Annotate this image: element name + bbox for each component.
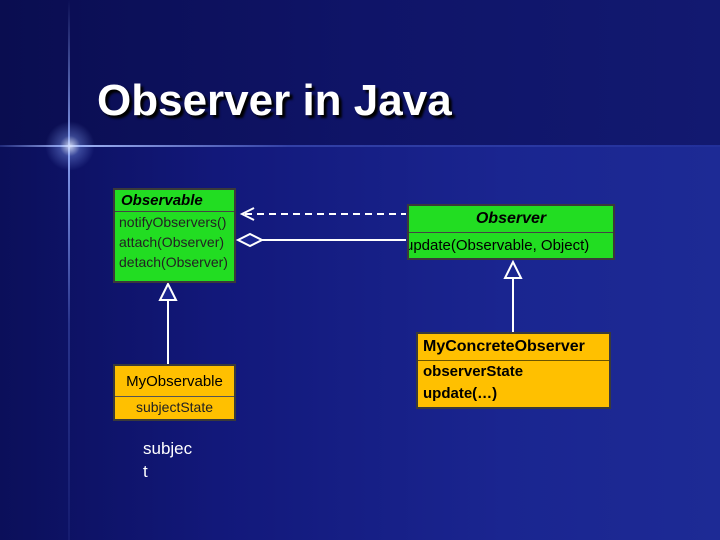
my-observable-class-name: MyObservable — [115, 366, 234, 397]
observable-method: attach(Observer) — [119, 234, 225, 250]
observable-method: notifyObservers() — [119, 214, 227, 230]
decorative-vertical-line — [68, 0, 70, 540]
subject-label: subjec t — [143, 439, 193, 481]
observable-class-name: Observable — [115, 190, 234, 212]
observer-interface-name: Observer — [409, 206, 613, 233]
my-concrete-observer-member: update(…) — [423, 385, 498, 402]
inheritance-triangle-observable — [158, 281, 178, 301]
my-observable-class-box: MyObservable subjectState — [113, 364, 236, 421]
my-concrete-observer-box: MyConcreteObserver observerState update(… — [416, 332, 611, 409]
decorative-star-glow — [40, 118, 100, 174]
my-concrete-observer-member: observerState — [423, 363, 524, 380]
slide-title: Observer in Java — [97, 76, 452, 125]
observer-interface-box: Observer update(Observable, Object) — [407, 204, 615, 260]
inheritance-triangle-observer — [503, 259, 523, 279]
aggregation-diamond — [235, 232, 265, 248]
dependency-arrowhead — [239, 207, 255, 221]
title-band — [0, 0, 720, 145]
my-concrete-observer-name: MyConcreteObserver — [418, 334, 609, 361]
observable-method: detach(Observer) — [119, 254, 228, 270]
observer-method: update(Observable, Object) — [407, 237, 590, 254]
my-observable-field: subjectState — [135, 399, 214, 415]
decorative-horizontal-line — [0, 145, 720, 147]
observable-class-box: Observable notifyObservers() attach(Obse… — [113, 188, 236, 283]
